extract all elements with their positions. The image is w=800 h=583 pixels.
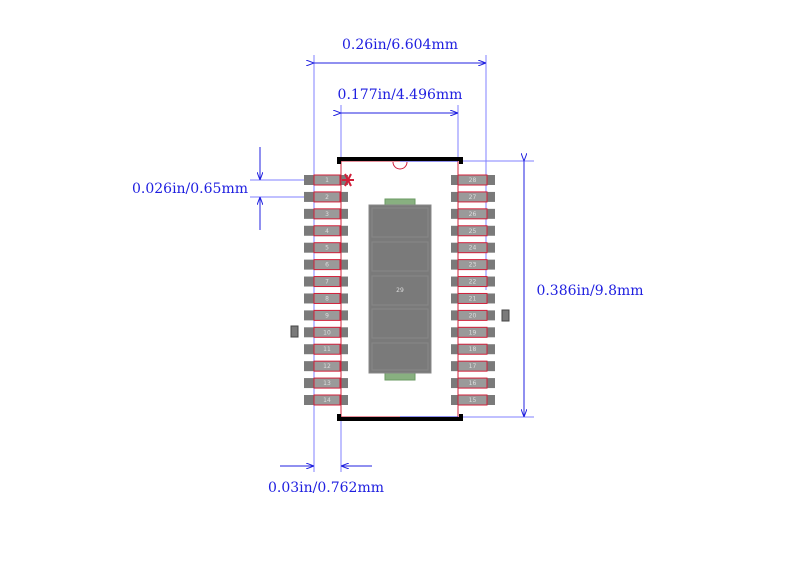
pin-number: 26: [469, 211, 477, 218]
pin-number: 15: [469, 397, 477, 404]
pin-number: 12: [323, 363, 331, 370]
pin1-notch: [392, 161, 408, 170]
pin-number: 27: [469, 194, 477, 201]
pin-number: 9: [325, 312, 329, 319]
pad-left: 1: [304, 174, 348, 186]
pad-left: 7: [304, 276, 348, 288]
pin-number: 18: [469, 346, 477, 353]
thermal-tab-bottom: [384, 372, 416, 381]
pin-number: 19: [469, 329, 477, 336]
pin-number: 17: [469, 363, 477, 370]
pin-number: 14: [323, 397, 331, 404]
pad-left: 4: [304, 225, 348, 237]
pin-number: 7: [325, 279, 329, 286]
pin1-marker-icon: [342, 173, 354, 187]
pin-number: 1: [325, 177, 329, 184]
pad-left: 12: [304, 360, 348, 372]
thermal-pad: 29: [368, 198, 432, 381]
pin-number: 20: [469, 312, 477, 319]
overall-width-label: 0.26in/6.604mm: [342, 37, 458, 53]
thermal-pad-label: 29: [396, 287, 404, 294]
pad-left: 8: [304, 292, 348, 304]
pin-number: 11: [323, 346, 331, 353]
pad-left: 6: [304, 259, 348, 271]
pad-left: 3: [304, 208, 348, 220]
pad-left: 2: [304, 191, 348, 203]
pin-number: 24: [469, 245, 477, 252]
pin-number: 16: [469, 380, 477, 387]
pin-number: 3: [325, 211, 329, 218]
dimension-lines: [260, 63, 524, 466]
pitch-label: 0.026in/0.65mm: [132, 181, 248, 197]
pad-left: 10: [304, 326, 348, 338]
pad-left: 9: [304, 309, 348, 321]
pin-number: 13: [323, 380, 331, 387]
pin-number: 22: [469, 279, 477, 286]
pad-left: 14: [304, 394, 348, 406]
pin-number: 21: [469, 295, 477, 302]
body-length-label: 0.386in/9.8mm: [536, 283, 643, 299]
pin-number: 25: [469, 228, 477, 235]
pin-number: 4: [325, 228, 329, 235]
pad-left: 11: [304, 343, 348, 355]
pad-left: 5: [304, 242, 348, 254]
pin-number: 2: [325, 194, 329, 201]
pin-number: 10: [323, 329, 331, 336]
body-width-label: 0.177in/4.496mm: [338, 87, 463, 103]
pad-group: 1234567891011121314282726252423222120191…: [304, 174, 495, 406]
silkscreen-outline: [337, 157, 463, 421]
pad-left: 13: [304, 377, 348, 389]
pin-number: 28: [469, 177, 477, 184]
pin-number: 5: [325, 245, 329, 252]
pad-offset-label: 0.03in/0.762mm: [268, 480, 384, 496]
pin-number: 23: [469, 262, 477, 269]
pin-number: 8: [325, 295, 329, 302]
side-marker-left: [290, 325, 299, 338]
pin-number: 6: [325, 262, 329, 269]
side-marker-right: [501, 309, 510, 322]
